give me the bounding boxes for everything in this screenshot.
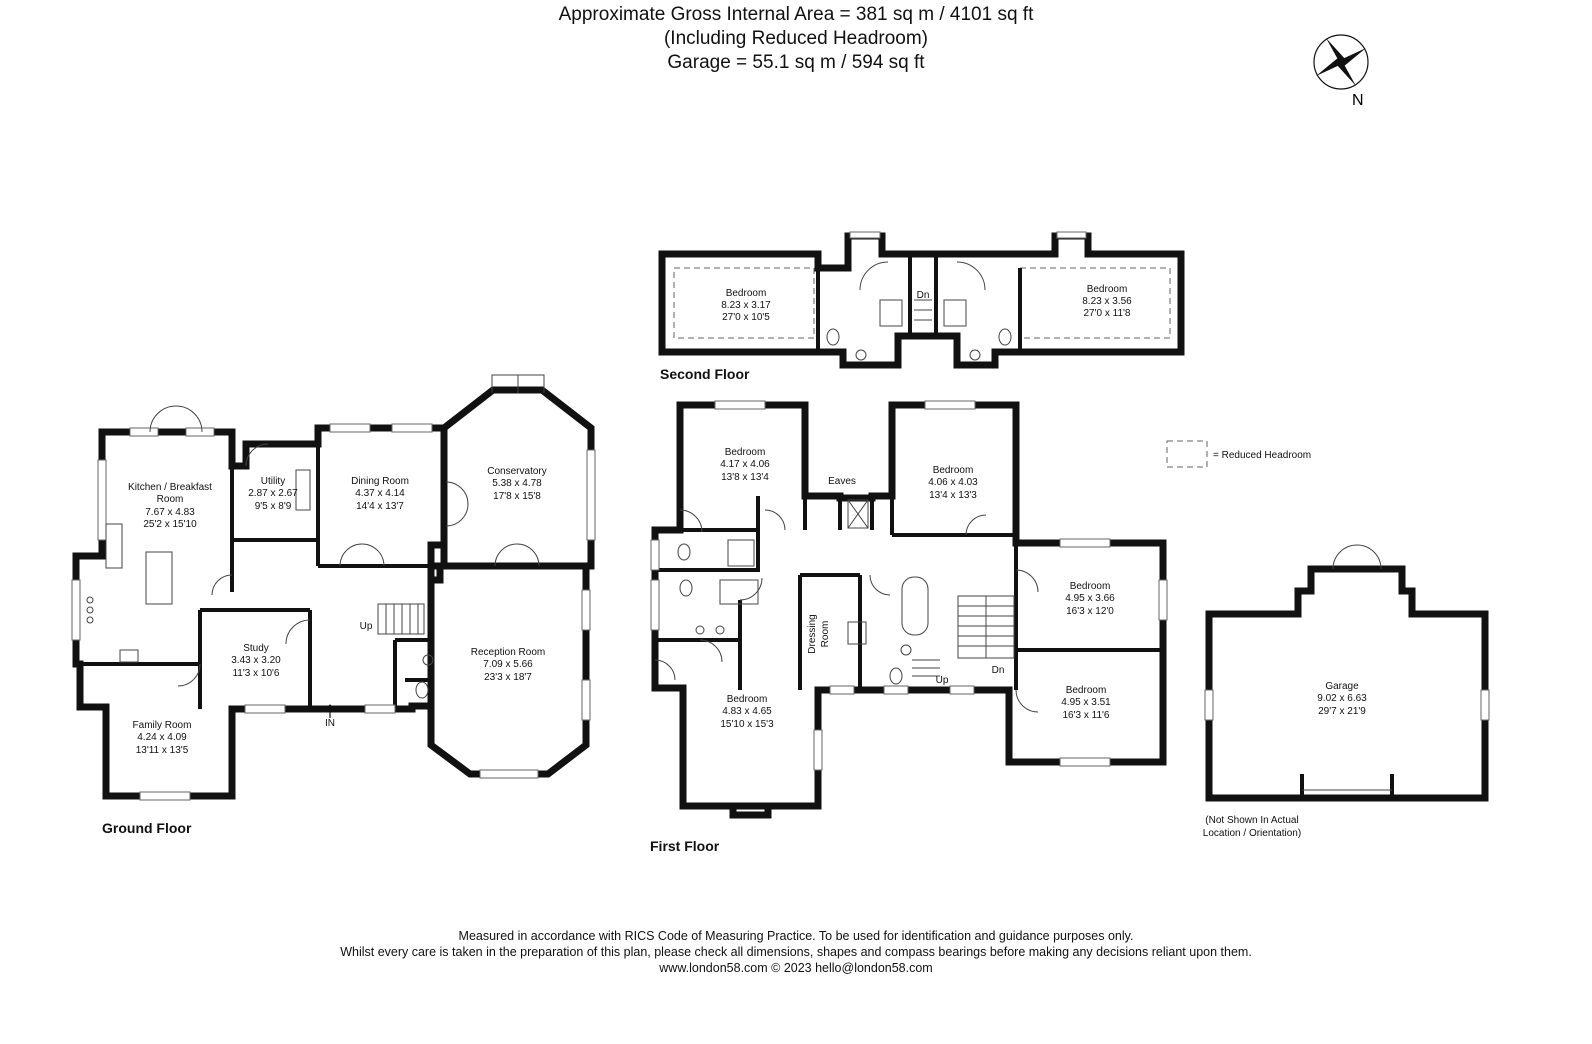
legend-label: = Reduced Headroom	[1213, 450, 1311, 461]
second-floor-label: Second Floor	[660, 366, 750, 382]
room-size-reception-metric: 7.09 x 5.66	[483, 659, 533, 670]
room-name-utility: Utility	[261, 476, 285, 487]
room-size-kitchen-metric: 7.67 x 4.83	[145, 507, 195, 518]
room-size-sf-bedroom-2-imperial: 27'0 x 11'8	[1083, 308, 1130, 319]
garage-note-line2: Location / Orientation)	[1203, 828, 1301, 839]
room-name-sf-bedroom-1: Bedroom	[726, 288, 767, 299]
room-name-kitchen-line1: Kitchen / Breakfast	[128, 482, 212, 493]
dressing-room-label-line2: Room	[820, 621, 831, 648]
room-size-sf-bedroom-2-metric: 8.23 x 3.56	[1082, 296, 1132, 307]
room-size-conservatory-metric: 5.38 x 4.78	[492, 478, 542, 489]
second-floor-plan: Bedroom 8.23 x 3.17 27'0 x 10'5 Bedroom …	[658, 231, 1185, 382]
room-size-family-metric: 4.24 x 4.09	[137, 732, 187, 743]
room-name-ff-bedroom-3: Bedroom	[1070, 581, 1111, 592]
room-name-family: Family Room	[133, 720, 192, 731]
ff-stairs-down-label: Dn	[992, 665, 1005, 676]
first-floor-label: First Floor	[650, 838, 720, 854]
room-size-dining-metric: 4.37 x 4.14	[355, 488, 405, 499]
room-size-ff-bedroom-1-imperial: 13'8 x 13'4	[721, 472, 769, 483]
ff-stairs-up-label: Up	[936, 675, 949, 686]
room-size-ff-bedroom-1-metric: 4.17 x 4.06	[720, 459, 770, 470]
disclaimer-line-2: Whilst every care is taken in the prepar…	[340, 945, 1252, 959]
room-size-ff-bedroom-3-imperial: 16'3 x 12'0	[1066, 606, 1114, 617]
room-size-study-metric: 3.43 x 3.20	[231, 655, 281, 666]
first-floor-plan: Bedroom 4.17 x 4.06 13'8 x 13'4 Bedroom …	[650, 400, 1168, 854]
disclaimer-line-1: Measured in accordance with RICS Code of…	[458, 929, 1134, 943]
room-size-reception-imperial: 23'3 x 18'7	[484, 672, 532, 683]
sf-stairs-down-label: Dn	[917, 290, 930, 301]
room-name-ff-bedroom-4: Bedroom	[1066, 685, 1107, 696]
garage-area-text: Garage = 55.1 sq m / 594 sq ft	[667, 52, 925, 73]
garage-plan: Garage 9.02 x 6.63 29'7 x 21'9 (Not Show…	[1203, 544, 1490, 839]
room-size-ff-bedroom-4-metric: 4.95 x 3.51	[1061, 697, 1111, 708]
headroom-note: (Including Reduced Headroom)	[663, 28, 929, 49]
entrance-label: IN	[325, 718, 335, 729]
room-size-ff-bedroom-2-metric: 4.06 x 4.03	[928, 477, 978, 488]
room-name-ff-bedroom-2: Bedroom	[933, 465, 974, 476]
room-size-dining-imperial: 14'4 x 13'7	[356, 501, 404, 512]
dressing-room-label-line1: Dressing	[807, 614, 818, 653]
room-name-garage: Garage	[1325, 681, 1359, 692]
room-name-study: Study	[243, 643, 269, 654]
room-size-ff-bedroom-4-imperial: 16'3 x 11'6	[1062, 710, 1109, 721]
room-size-sf-bedroom-1-imperial: 27'0 x 10'5	[722, 312, 770, 323]
room-size-ff-bedroom-3-metric: 4.95 x 3.66	[1065, 593, 1115, 604]
room-size-conservatory-imperial: 17'8 x 15'8	[493, 491, 541, 502]
room-size-utility-metric: 2.87 x 2.67	[248, 488, 298, 499]
gf-stairs-up-label: Up	[360, 621, 373, 632]
ground-floor-label: Ground Floor	[102, 820, 192, 836]
room-name-dining: Dining Room	[351, 476, 409, 487]
compass-icon: N	[1313, 34, 1369, 109]
room-name-sf-bedroom-2: Bedroom	[1087, 284, 1128, 295]
ground-floor-plan: Kitchen / Breakfast Room 7.67 x 4.83 25'…	[71, 374, 596, 836]
room-size-ff-bedroom-5-metric: 4.83 x 4.65	[722, 706, 772, 717]
room-name-ff-bedroom-5: Bedroom	[727, 694, 768, 705]
room-size-sf-bedroom-1-metric: 8.23 x 3.17	[721, 300, 771, 311]
room-size-ff-bedroom-5-imperial: 15'10 x 15'3	[720, 719, 774, 730]
room-size-garage-metric: 9.02 x 6.63	[1317, 693, 1367, 704]
room-size-kitchen-imperial: 25'2 x 15'10	[143, 519, 197, 530]
legend: = Reduced Headroom	[1166, 440, 1311, 468]
eaves-label: Eaves	[828, 476, 856, 487]
room-name-conservatory: Conservatory	[487, 466, 546, 477]
room-size-utility-imperial: 9'5 x 8'9	[255, 501, 292, 512]
room-size-ff-bedroom-2-imperial: 13'4 x 13'3	[929, 490, 977, 501]
compass-north-label: N	[1352, 92, 1364, 109]
room-name-kitchen-line2: Room	[157, 494, 184, 505]
garage-note-line1: (Not Shown In Actual	[1205, 815, 1298, 826]
room-name-reception: Reception Room	[471, 647, 545, 658]
room-name-ff-bedroom-1: Bedroom	[725, 447, 766, 458]
gross-area-text: Approximate Gross Internal Area = 381 sq…	[558, 4, 1034, 25]
room-size-study-imperial: 11'3 x 10'6	[232, 668, 279, 679]
contact-line: www.london58.com © 2023 hello@london58.c…	[659, 961, 933, 975]
room-size-family-imperial: 13'11 x 13'5	[136, 745, 189, 756]
room-size-garage-imperial: 29'7 x 21'9	[1318, 706, 1366, 717]
